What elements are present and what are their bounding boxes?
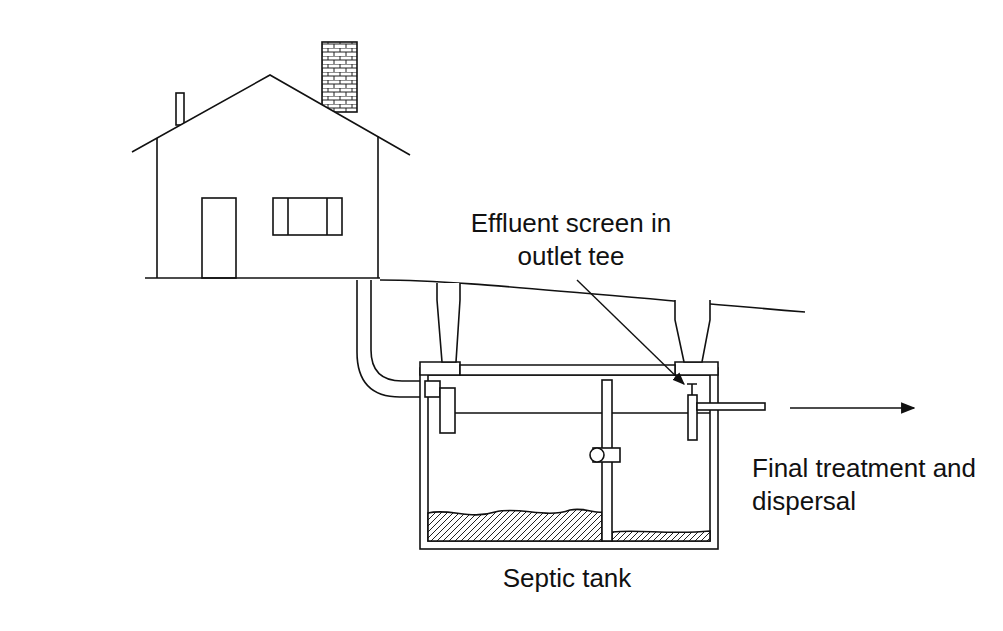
- septic-tank: [420, 283, 765, 549]
- house: [132, 42, 410, 278]
- outflow-label: Final treatment and dispersal: [752, 452, 992, 518]
- house-sewer-pipe: [357, 280, 430, 397]
- tank-label: Septic tank: [457, 562, 677, 595]
- flow-arrow: [790, 407, 914, 409]
- callout-label: Effluent screen in outlet tee: [446, 207, 696, 273]
- leader-line: [577, 280, 684, 384]
